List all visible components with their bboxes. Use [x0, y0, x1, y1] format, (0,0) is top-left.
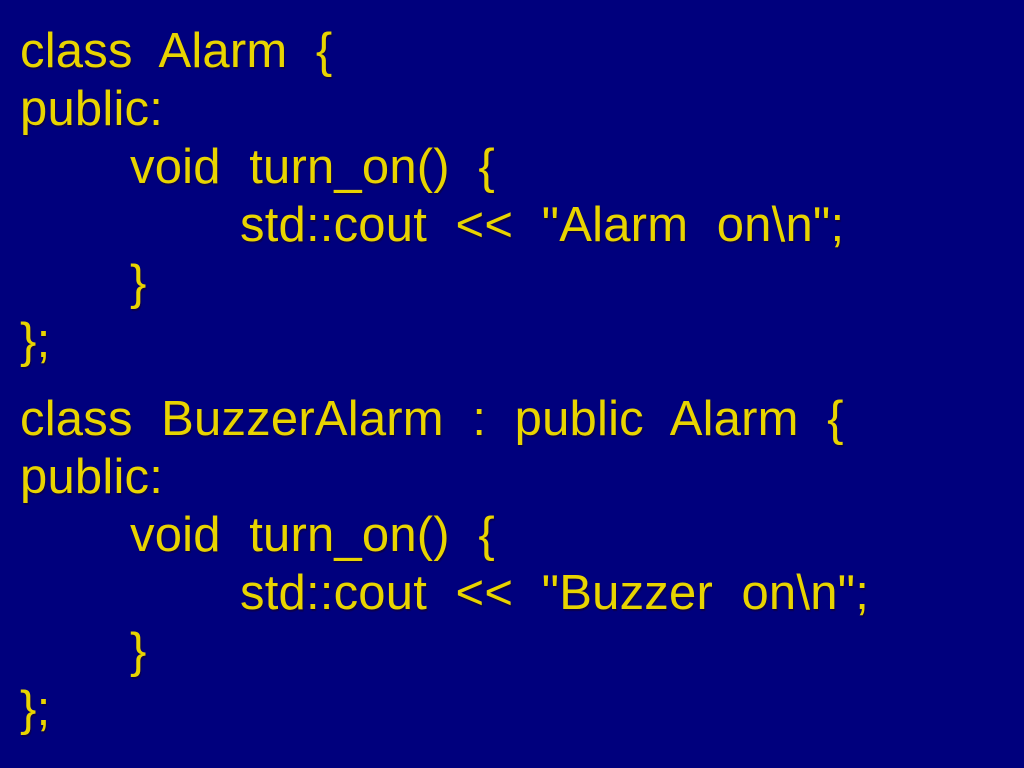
code-line: class Alarm { [20, 24, 333, 78]
code-line: public: [20, 82, 164, 136]
code-line: } [130, 256, 147, 310]
code-block-buzzeralarm: class BuzzerAlarm : public Alarm { publi… [20, 390, 1014, 738]
code-line: void turn_on() { [130, 508, 495, 562]
code-line: }; [20, 314, 51, 368]
code-line: class BuzzerAlarm : public Alarm { [20, 392, 844, 446]
code-line: void turn_on() { [130, 140, 495, 194]
code-line: }; [20, 682, 51, 736]
code-block-alarm: class Alarm { public: void turn_on() { s… [20, 22, 1014, 370]
code-line: public: [20, 450, 164, 504]
code-line: std::cout << "Alarm on\n"; [240, 198, 845, 252]
code-line: } [130, 624, 147, 678]
code-line: std::cout << "Buzzer on\n"; [240, 566, 870, 620]
